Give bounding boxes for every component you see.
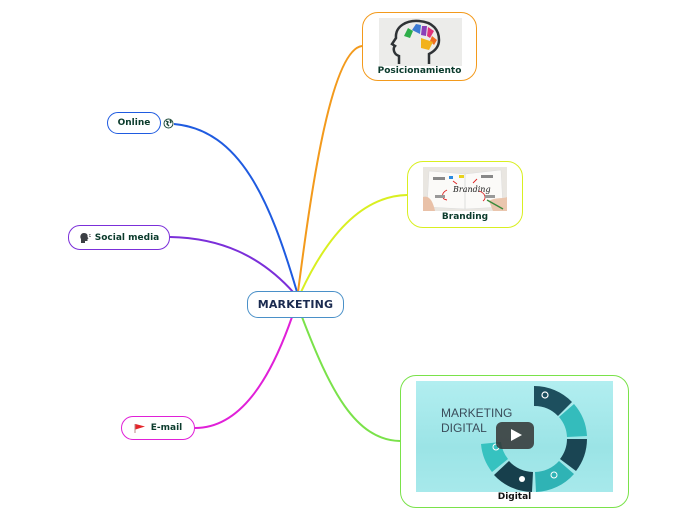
connector-online bbox=[173, 123, 298, 293]
connector-social-media bbox=[169, 236, 295, 294]
video-thumbnail[interactable]: MARKETING DIGITAL bbox=[416, 381, 613, 492]
svg-text:Branding: Branding bbox=[452, 185, 491, 194]
central-topic-marketing[interactable]: MARKETING bbox=[247, 291, 344, 318]
connector-posicionamiento bbox=[297, 45, 363, 293]
topic-online[interactable]: Online bbox=[107, 112, 161, 134]
globe-icon bbox=[163, 118, 174, 129]
topic-label: Social media bbox=[94, 232, 160, 243]
brain-head-image bbox=[379, 18, 462, 66]
connector-digital bbox=[301, 316, 401, 442]
play-button-icon[interactable] bbox=[496, 422, 534, 449]
speaking-head-icon bbox=[79, 232, 91, 244]
topic-email[interactable]: E-mail bbox=[121, 416, 195, 440]
red-flag-icon bbox=[134, 423, 146, 434]
connector-email bbox=[194, 316, 293, 429]
topic-label: E-mail bbox=[150, 423, 183, 433]
video-title: MARKETING DIGITAL bbox=[441, 406, 513, 435]
topic-label: Posicionamiento bbox=[377, 66, 462, 76]
topic-label: Branding bbox=[441, 212, 489, 222]
topic-social-media[interactable]: Social media bbox=[68, 225, 170, 250]
topic-label: Digital bbox=[497, 492, 532, 502]
topic-label: Online bbox=[117, 118, 151, 128]
topic-posicionamiento[interactable]: Posicionamiento bbox=[362, 12, 477, 81]
connector-branding bbox=[300, 194, 408, 293]
branding-image: Branding bbox=[423, 167, 507, 211]
topic-digital[interactable]: MARKETING DIGITAL Digital bbox=[400, 375, 629, 508]
topic-branding[interactable]: Branding Branding bbox=[407, 161, 523, 228]
central-topic-label: MARKETING bbox=[257, 298, 334, 311]
